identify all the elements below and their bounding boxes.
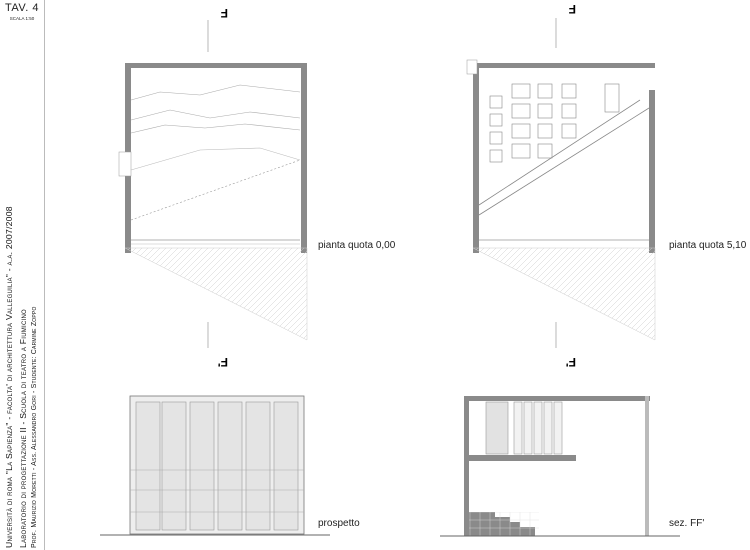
- section-label: sez. FF': [669, 518, 705, 529]
- plan-upper-label: pianta quota 5,10: [669, 240, 747, 251]
- section-mark-left-bottom: F': [207, 322, 228, 369]
- section-mark-text: F: [221, 6, 228, 20]
- plan-ground-floor: [118, 63, 308, 341]
- section-mark-left-top: F: [207, 6, 228, 52]
- title-block: TAV. 4 SCALA 1:50 Università di roma "La…: [0, 0, 45, 550]
- section-mark-text: F: [569, 2, 576, 16]
- section-mark-text: F': [218, 355, 228, 369]
- section-mark-right-top: F: [555, 2, 576, 48]
- plan-ground-label: pianta quota 0,00: [318, 240, 396, 251]
- plan-upper-floor: [466, 59, 656, 341]
- elevation-view: [100, 395, 330, 536]
- section-mark-right-bottom: F': [555, 322, 576, 369]
- elevation-label: prospetto: [318, 518, 360, 529]
- scale-label: SCALA 1:50: [9, 16, 35, 21]
- section-view: [440, 396, 680, 537]
- section-mark-text: F': [566, 355, 576, 369]
- sheet-number: TAV. 4: [5, 2, 39, 14]
